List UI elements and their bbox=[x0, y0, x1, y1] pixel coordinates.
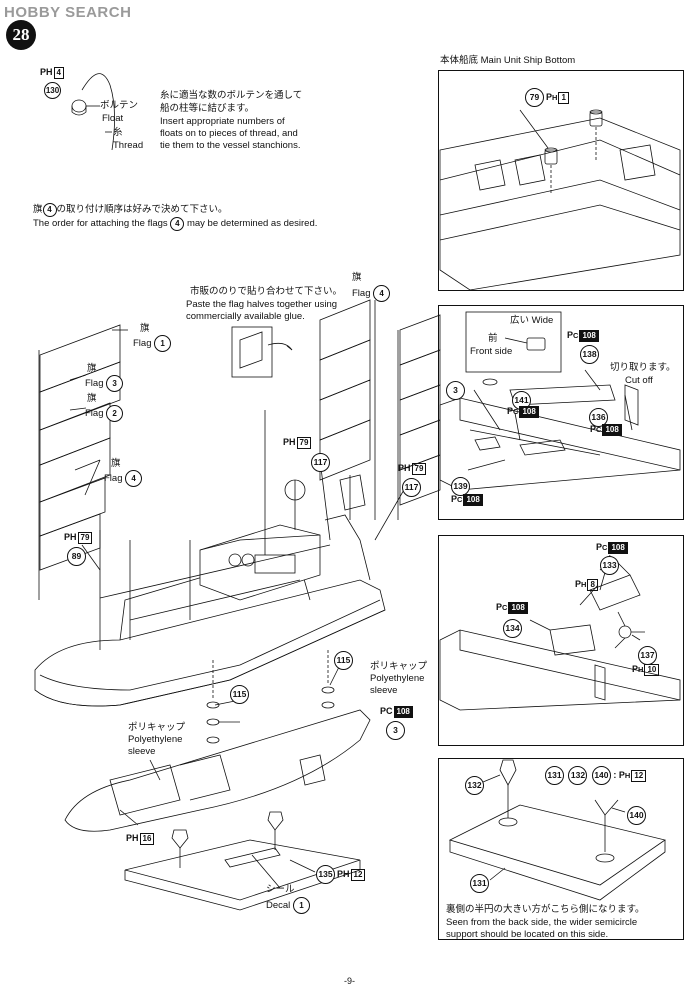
panel4-part-140: 140 bbox=[627, 805, 646, 825]
panel-bottom-drawing bbox=[439, 109, 681, 291]
ship-hull bbox=[34, 410, 386, 707]
part-117-b: 117 bbox=[402, 477, 421, 497]
flag3-label-en: Flag 3 bbox=[85, 375, 124, 392]
poly-left-en-2: sleeve bbox=[128, 746, 156, 757]
left-flags bbox=[39, 324, 121, 571]
hobby-search-brand: HOBBY SEARCH bbox=[4, 4, 132, 21]
float-text-jp-2: 船の柱等に結びます。 bbox=[160, 103, 255, 114]
float-text-jp-1: 糸に適当な数のボルテンを通して bbox=[160, 90, 303, 101]
flag2-label-en: Flag 2 bbox=[85, 405, 124, 422]
poly-right-en-1: Polyethylene bbox=[370, 673, 425, 684]
panel-bottom-title: 本体船底 Main Unit Ship Bottom bbox=[440, 55, 576, 66]
flag4-left-label-en: Flag 4 bbox=[104, 470, 143, 487]
panel-main-unit-bottom bbox=[438, 70, 684, 291]
flag1-label-jp: 旗 bbox=[140, 323, 150, 334]
step-number: 28 bbox=[6, 20, 36, 50]
display-stand bbox=[124, 811, 361, 911]
part-115-a: 115 bbox=[334, 650, 353, 670]
poly-left-en-1: Polyethylene bbox=[128, 734, 183, 745]
decal-jp: シール bbox=[266, 884, 295, 895]
panel4-note-jp: 裏側の半円の大きい方がこちら側になります。 bbox=[446, 904, 645, 915]
panel-cutoff bbox=[438, 305, 684, 520]
cutoff-label-en: Cut off bbox=[625, 375, 653, 386]
float-text-en-3: tie them to the vessel stanchions. bbox=[160, 140, 301, 151]
glue-inset bbox=[231, 326, 273, 378]
thread-label-en: Thread bbox=[113, 140, 144, 151]
flag3-label-jp: 旗 bbox=[87, 363, 97, 374]
panel-propeller bbox=[438, 535, 684, 746]
panel-4-drawing bbox=[448, 759, 666, 901]
panel4-note-en-1: Seen from the back side, the wider semic… bbox=[446, 917, 638, 928]
polycaps bbox=[206, 650, 335, 744]
glue-note-en-1: Paste the flag halves together using bbox=[186, 299, 338, 310]
flag-order-en: The order for attaching the flags 4 may … bbox=[33, 217, 318, 231]
wide-label: 広い Wide bbox=[510, 315, 554, 326]
page-number: -9- bbox=[344, 976, 355, 986]
front-label-jp: 前 bbox=[488, 333, 498, 344]
part-3-a: 3 bbox=[386, 720, 405, 740]
float-label-jp: ボルテン bbox=[100, 100, 139, 111]
flag1-label-en: Flag 1 bbox=[133, 335, 172, 352]
panel4-part-131: 131 bbox=[470, 873, 489, 893]
panel3-part-134: 134 bbox=[503, 618, 522, 638]
panel2-part-139: 139 bbox=[451, 476, 470, 496]
flag4-top-label-jp: 旗 bbox=[352, 272, 362, 283]
decal-en: Decal 1 bbox=[266, 897, 310, 914]
panel-stand-orientation bbox=[438, 758, 684, 940]
cutoff-label-jp: 切り取ります。 bbox=[610, 362, 676, 373]
poly-right-jp: ポリキャップ bbox=[370, 661, 428, 672]
poly-left-jp: ポリキャップ bbox=[128, 722, 186, 733]
panel4-note-en-2: support should be located on this side. bbox=[446, 929, 609, 940]
ship-bottom bbox=[64, 709, 371, 832]
part-115-b: 115 bbox=[230, 684, 249, 704]
panel2-part-3: 3 bbox=[446, 380, 465, 400]
float-bead bbox=[71, 99, 87, 113]
flag4-top-label-en: Flag 4 bbox=[352, 285, 391, 302]
flag4-left-label-jp: 旗 bbox=[111, 458, 121, 469]
float-part-box: 4 bbox=[53, 67, 64, 79]
panel3-part-133: 133 bbox=[600, 555, 619, 575]
float-label-en: Float bbox=[102, 113, 124, 124]
front-label-en: Front side bbox=[470, 346, 513, 357]
panel2-part-138: 138 bbox=[580, 344, 599, 364]
float-text-en-1: Insert appropriate numbers of bbox=[160, 116, 285, 127]
thread-label-jp: 糸 bbox=[113, 127, 123, 138]
panel4-part-132: 132 bbox=[465, 775, 484, 795]
thread-line bbox=[81, 73, 115, 151]
panel3-part-137: 137 bbox=[638, 645, 657, 665]
part-89: 89 bbox=[67, 546, 86, 566]
glue-note-jp: 市販ののりで貼り合わせて下さい。 bbox=[190, 286, 343, 297]
glue-note-en-2: commercially available glue. bbox=[186, 311, 305, 322]
panel2-part-136: 136 bbox=[589, 407, 608, 427]
float-part-number: 130 bbox=[44, 80, 61, 99]
panel-2-drawing bbox=[439, 311, 681, 491]
watermark-logo: HOBBY SEARCH bbox=[4, 4, 131, 21]
flag2-label-jp: 旗 bbox=[87, 393, 97, 404]
poly-right-en-2: sleeve bbox=[370, 685, 398, 696]
part-117-a: 117 bbox=[311, 452, 330, 472]
float-text-en-2: floats on to pieces of thread, and bbox=[160, 128, 298, 139]
